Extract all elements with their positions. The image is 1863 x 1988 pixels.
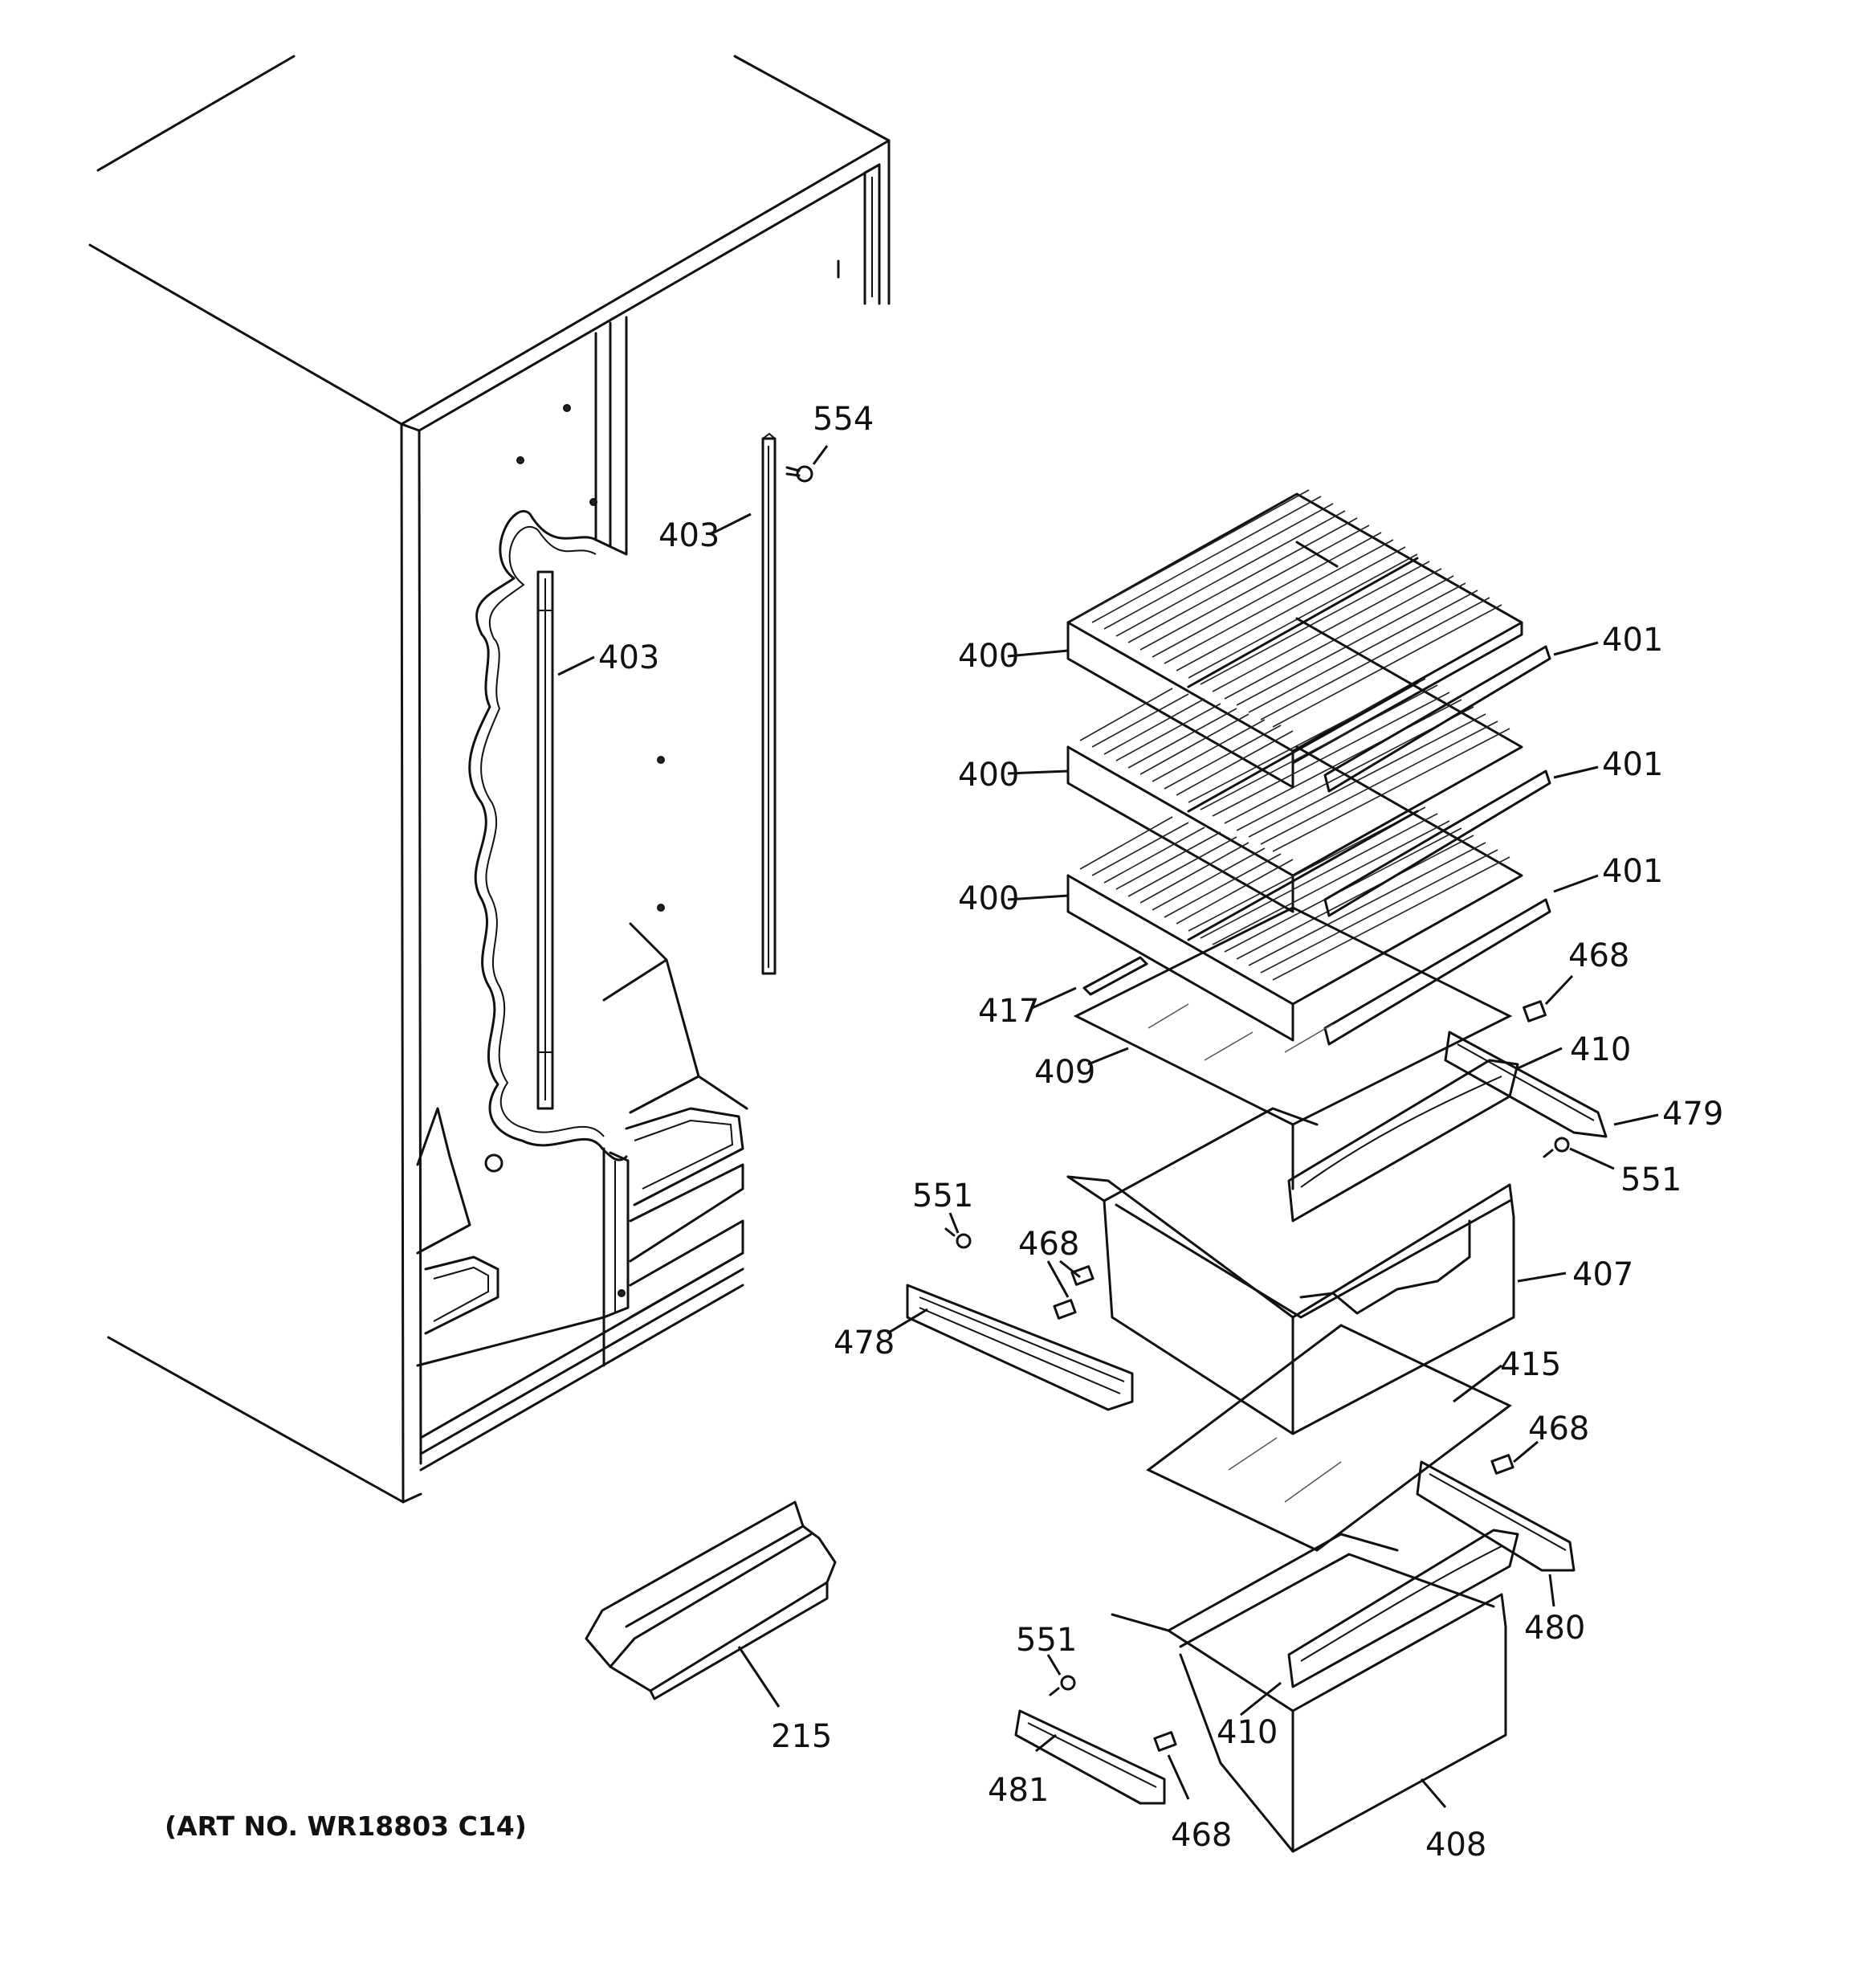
door-bin-215	[585, 1500, 837, 1700]
drawer-handle-410-lower	[1287, 1529, 1519, 1688]
callout-400-top: 400	[958, 638, 1019, 675]
wire-shelf-400-top	[1066, 489, 1523, 789]
callout-481: 481	[988, 1772, 1049, 1809]
callout-403-front: 403	[598, 639, 659, 676]
callout-468-left: 468	[1018, 1226, 1079, 1263]
drawer-407	[1066, 1107, 1515, 1435]
callout-403-rear: 403	[658, 517, 720, 554]
screw-554	[785, 465, 813, 483]
part-callouts: 554 403 403 400 400 400 401 401 401 468 …	[598, 401, 1723, 1863]
callout-417: 417	[978, 993, 1039, 1030]
callout-551-right: 551	[1620, 1161, 1682, 1198]
callout-551-lower: 551	[1016, 1622, 1077, 1659]
callout-468-right: 468	[1528, 1410, 1589, 1447]
art-number: (ART NO. WR18803 C14)	[165, 1810, 527, 1842]
callout-479: 479	[1662, 1096, 1723, 1133]
drawer-408	[1111, 1533, 1507, 1853]
callout-400-bottom: 400	[958, 880, 1019, 917]
bracket-468	[1053, 1000, 1547, 1752]
glass-cover-409	[1073, 906, 1513, 1126]
callout-410-lower: 410	[1217, 1714, 1278, 1751]
callout-468-upper: 468	[1568, 937, 1629, 974]
refrigerator-cabinet	[88, 55, 891, 1504]
trim-417	[1082, 956, 1148, 996]
callout-407: 407	[1572, 1256, 1633, 1293]
callout-409: 409	[1034, 1054, 1095, 1091]
drawer-slide-478	[906, 1284, 1134, 1411]
callout-478: 478	[834, 1325, 895, 1361]
callout-468-lower: 468	[1171, 1817, 1232, 1854]
drawer-slide-479	[1444, 1031, 1608, 1138]
callout-400-middle: 400	[958, 757, 1019, 794]
callout-215: 215	[771, 1718, 832, 1755]
shelf-rail-403-front	[536, 570, 554, 1110]
drawer-slide-481	[1014, 1709, 1166, 1805]
shelf-trim-401-middle	[1323, 769, 1551, 917]
callout-410-upper: 410	[1570, 1031, 1631, 1068]
wire-shelf-400-bottom	[1066, 745, 1523, 1042]
screw-551-lower	[1049, 1675, 1076, 1696]
drawer-slide-480	[1416, 1460, 1576, 1572]
callout-415: 415	[1500, 1346, 1561, 1383]
callout-554: 554	[813, 401, 874, 438]
callout-401-top: 401	[1602, 622, 1663, 659]
shelf-trim-401-top	[1323, 645, 1551, 793]
glass-cover-415	[1146, 1324, 1512, 1552]
callout-480: 480	[1524, 1610, 1585, 1647]
shelf-rail-403-rear	[761, 432, 777, 975]
callout-401-bottom: 401	[1602, 853, 1663, 890]
leader-lines	[557, 445, 1659, 1808]
drawer-handle-410-upper	[1287, 1059, 1519, 1223]
screw-551-right	[1543, 1137, 1570, 1158]
screw-551-left	[944, 1227, 972, 1249]
callout-408: 408	[1425, 1827, 1486, 1863]
callout-401-middle: 401	[1602, 746, 1663, 783]
shelf-trim-401-bottom	[1323, 898, 1551, 1046]
callout-551-left: 551	[912, 1178, 973, 1214]
